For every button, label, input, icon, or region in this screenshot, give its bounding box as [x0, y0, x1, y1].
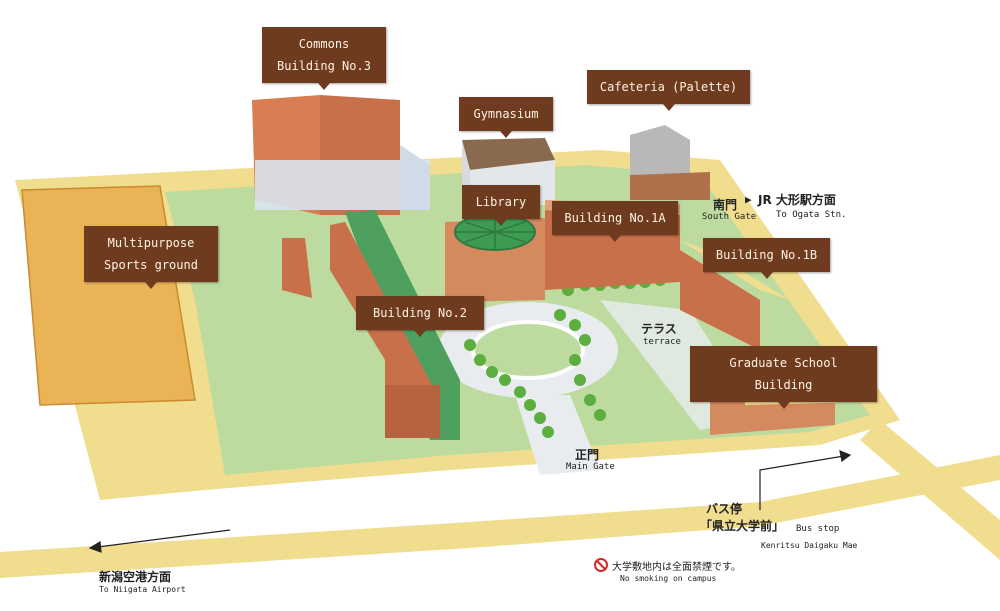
airport-en: To Niigata Airport: [99, 585, 186, 594]
label-graduate-school-building[interactable]: Graduate School Building: [690, 346, 877, 409]
road-bottom: [0, 455, 1000, 578]
label-multipurpose-sports-ground[interactable]: Multipurpose Sports ground: [84, 226, 218, 289]
bus-stop-name-en: Kenritsu Daigaku Mae: [761, 541, 858, 550]
jr-station-jp: JR 大形駅方面: [758, 193, 836, 207]
terrace-jp: テラス: [641, 322, 677, 336]
label-commons-line2: Building No.3: [277, 59, 371, 73]
label-library[interactable]: Library: [462, 185, 540, 226]
direction-arrows: [88, 450, 852, 553]
label-commons-building-no3[interactable]: Commons Building No.3: [262, 27, 386, 90]
label-building-no1b[interactable]: Building No.1B: [703, 238, 830, 279]
south-gate-en: South Gate: [702, 212, 757, 222]
library: [445, 213, 545, 302]
label-multipurpose-line2: Sports ground: [104, 258, 198, 272]
bus-stop-en: Bus stop: [796, 524, 840, 534]
airport-jp: 新潟空港方面: [99, 570, 172, 584]
building-no3: [252, 95, 430, 215]
road-right-diagonal: [860, 420, 1000, 560]
label-cafeteria[interactable]: Cafeteria (Palette): [587, 70, 750, 111]
label-commons-line1: Commons: [298, 37, 350, 51]
terrace-en: terrace: [643, 337, 681, 347]
no-smoking-notice-en: No smoking on campus: [620, 574, 717, 583]
label-gymnasium[interactable]: Gymnasium: [459, 97, 553, 138]
no-smoking-icon: [594, 558, 608, 572]
main-gate-jp: 正門: [575, 448, 600, 462]
label-building-no2[interactable]: Building No.2: [356, 296, 484, 337]
no-smoking-notice-jp: 大学敷地内は全面禁煙です。: [612, 562, 741, 573]
jr-station-arrow: ▶: [745, 193, 752, 206]
jr-station-en: To Ogata Stn.: [776, 210, 847, 220]
south-gate-jp: 南門: [713, 198, 738, 212]
main-gate-en: Main Gate: [566, 462, 615, 472]
bus-stop-jp: バス停: [706, 502, 743, 516]
cafeteria: [630, 125, 710, 200]
bus-stop-name-jp: 「県立大学前」: [700, 519, 785, 533]
label-multipurpose-line1: Multipurpose: [107, 236, 195, 250]
label-building-no1a[interactable]: Building No.1A: [552, 201, 678, 242]
